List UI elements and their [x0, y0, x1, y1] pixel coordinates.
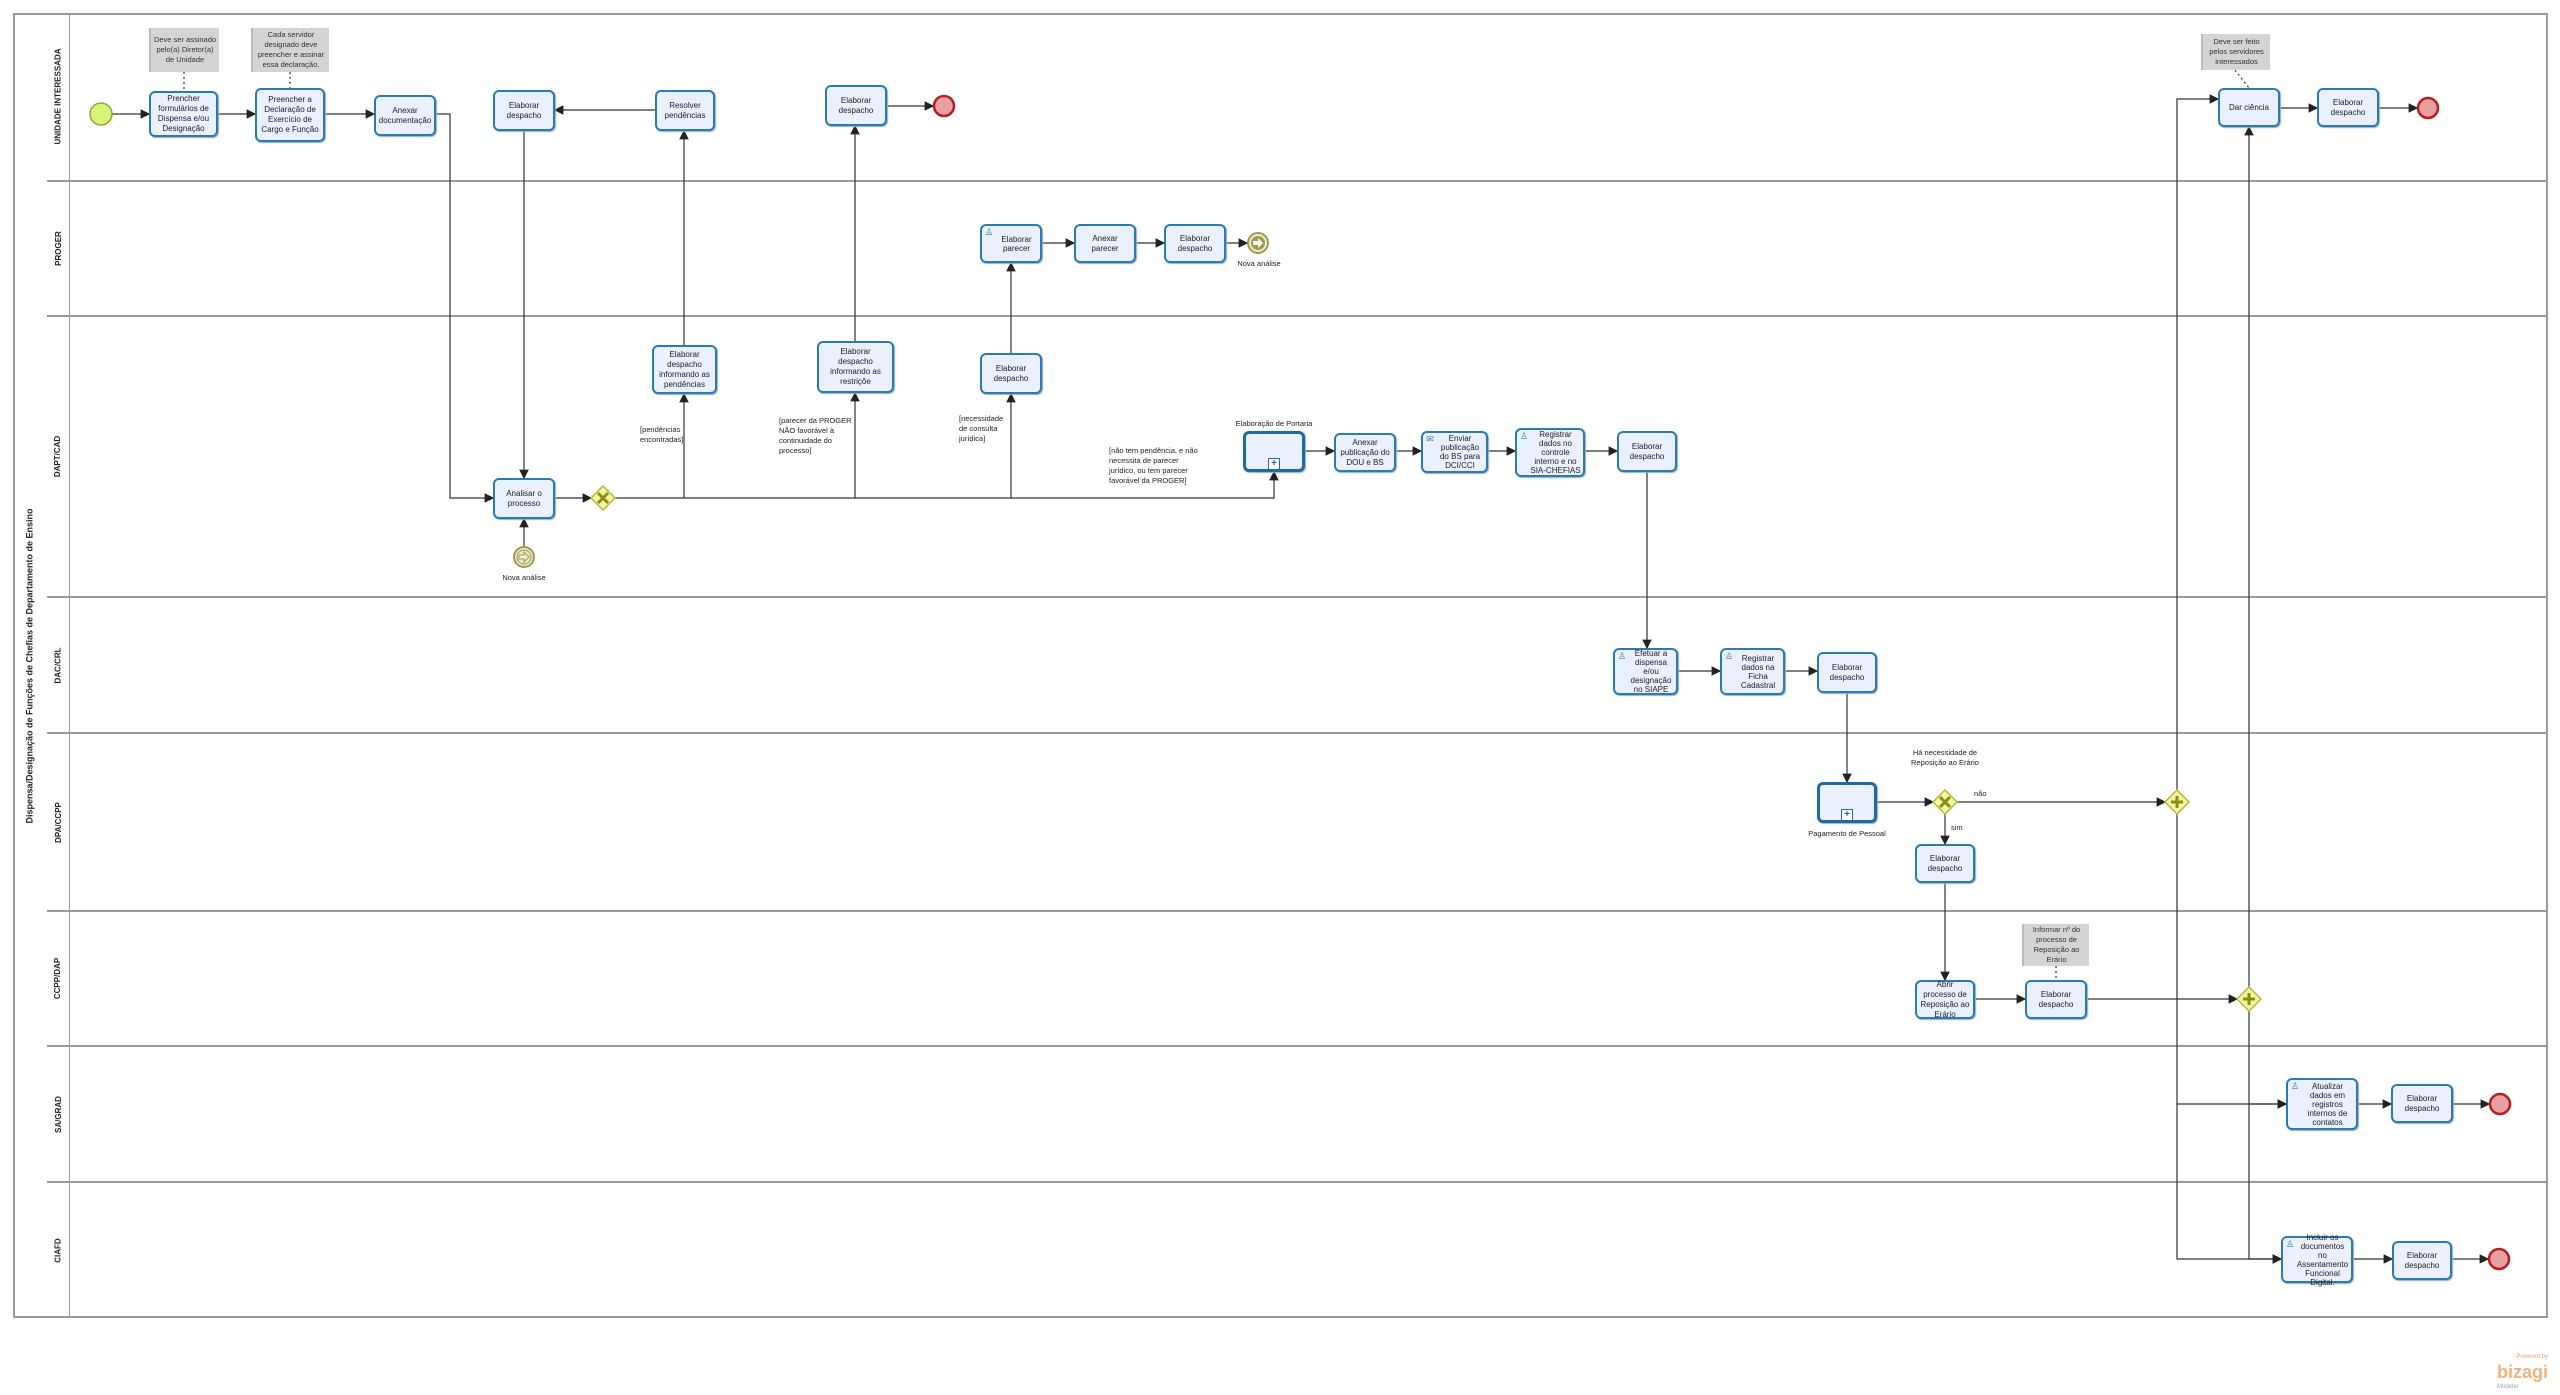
- end-event: [932, 94, 956, 118]
- condition-label: [necessidade de consulta jurídica]: [959, 414, 1004, 443]
- event-label: Nova análise: [502, 573, 546, 582]
- task-elaborar-despacho[interactable]: Elaborar despacho: [493, 90, 555, 131]
- lane-sa-grad: SA/GRAD: [47, 1045, 2548, 1181]
- task-resolver-pendencias[interactable]: Resolver pendências: [655, 90, 715, 131]
- lane-ccpp-dap: CCPP/DAP: [47, 910, 2548, 1045]
- pool: [13, 13, 2548, 1318]
- flow: [2176, 1104, 2283, 1264]
- user-icon: ♙: [2290, 1081, 2300, 1091]
- end-event: [2487, 1247, 2511, 1271]
- flow: [615, 470, 1279, 499]
- annotation: Cada servidor designado deve preencher e…: [251, 28, 329, 72]
- task-atualizar-contatos[interactable]: ♙Atualizar dados em registros internos d…: [2286, 1078, 2358, 1130]
- task-elaborar-despacho[interactable]: Elaborar despacho: [1164, 224, 1226, 263]
- expand-icon[interactable]: +: [1268, 458, 1280, 470]
- bizagi-logo: Powered by bizagi Modeler: [2496, 1354, 2548, 1390]
- lane-ciafd: CIAFD: [47, 1181, 2548, 1318]
- parallel-gateway-icon: [2163, 788, 2191, 816]
- task-elaborar-parecer[interactable]: ♙Elaborar parecer: [980, 224, 1042, 263]
- link-catch-event-icon: [513, 546, 535, 568]
- task-analisar-processo[interactable]: Analisar o processo: [493, 478, 555, 519]
- link-throw-event-icon: [1247, 232, 1269, 254]
- flow: [436, 113, 495, 503]
- lane-proger: PROGER: [47, 180, 2548, 315]
- task-elaborar-despacho[interactable]: Elaborar despacho: [825, 85, 887, 126]
- task-despacho-restricoes[interactable]: Elaborar despacho informando as restriçõ…: [817, 341, 894, 393]
- task-elaborar-despacho[interactable]: Elaborar despacho: [2025, 980, 2087, 1019]
- condition-label: não: [1974, 789, 1987, 798]
- lane-dapt-cad: DAPT/CAD: [47, 315, 2548, 596]
- end-event: [2488, 1092, 2512, 1116]
- task-elaborar-despacho[interactable]: Elaborar despacho: [2317, 88, 2379, 127]
- subprocess-pagamento-pessoal[interactable]: +: [1817, 782, 1877, 823]
- subprocess-label: Elaboração de Portaria: [1235, 419, 1313, 428]
- flow: [2176, 814, 2288, 1109]
- task-enviar-publicacao[interactable]: ✉Enviar publicação do BS para DCI/CCI: [1421, 431, 1488, 473]
- exclusive-gateway-icon: [589, 484, 617, 512]
- condition-label: [pendências encontradas]: [640, 425, 684, 444]
- task-elaborar-despacho[interactable]: Elaborar despacho: [1817, 652, 1877, 693]
- lane-dpa-ccpp: DPA/CCPP: [47, 732, 2548, 910]
- user-icon: ♙: [1724, 651, 1734, 661]
- task-despacho-pendencias[interactable]: Elaborar despacho informando as pendênci…: [652, 345, 717, 394]
- lane-dac-crl: DAC/CRL: [47, 596, 2548, 732]
- expand-icon[interactable]: +: [1841, 809, 1853, 821]
- envelope-icon: ✉: [1426, 434, 1434, 444]
- user-icon: ♙: [2285, 1239, 2295, 1249]
- lane-unidade-interessada: UNIDADE INTERESSADA: [47, 13, 2548, 180]
- annotation: Informar nº do processo de Reposição ao …: [2022, 924, 2089, 966]
- task-prencher-formularios[interactable]: Prencher formulários de Dispensa e/ou De…: [149, 91, 218, 137]
- association: [2234, 69, 2250, 89]
- exclusive-gateway-icon: [1931, 788, 1959, 816]
- subprocess-label: Pagamento de Pessoal: [1808, 829, 1886, 838]
- task-abrir-reposicao[interactable]: Abrir processo de Reposição ao Erário: [1915, 980, 1975, 1019]
- task-efetuar-siape[interactable]: ♙Efetuar a dispensa e/ou designação no S…: [1613, 648, 1678, 695]
- task-preencher-declaracao[interactable]: Preencher a Declaração de Exercício de C…: [255, 88, 325, 142]
- parallel-gateway-icon: [2235, 985, 2263, 1013]
- task-elaborar-despacho[interactable]: Elaborar despacho: [1915, 844, 1975, 883]
- task-elaborar-despacho[interactable]: Elaborar despacho: [2391, 1084, 2453, 1123]
- annotation: Deve ser assinado pelo(a) Diretor(a) de …: [149, 28, 219, 72]
- condition-label: sim: [1951, 823, 1963, 832]
- flow: [2248, 1104, 2283, 1264]
- end-event: [2416, 96, 2440, 120]
- event-label: Nova análise: [1237, 259, 1281, 268]
- flow: [2176, 94, 2220, 790]
- flow: [2248, 1011, 2288, 1109]
- task-incluir-documentos[interactable]: ♙Incluir os documentos no Assentamento F…: [2281, 1233, 2353, 1287]
- user-icon: ♙: [1617, 651, 1627, 661]
- subprocess-elaboracao-portaria[interactable]: +: [1243, 431, 1305, 472]
- user-icon: ♙: [984, 227, 994, 237]
- task-elaborar-despacho[interactable]: Elaborar despacho: [1617, 431, 1677, 472]
- task-anexar-documentacao[interactable]: Anexar documentação: [374, 95, 436, 136]
- user-icon: ♙: [1519, 431, 1529, 441]
- task-registrar-ficha[interactable]: ♙Registrar dados na Ficha Cadastral: [1720, 648, 1785, 695]
- task-anexar-parecer[interactable]: Anexar parecer: [1074, 224, 1136, 263]
- start-event: [89, 102, 113, 126]
- condition-label: [não tem pendência, e não necessita de p…: [1109, 446, 1198, 485]
- task-anexar-publicacao[interactable]: Anexar publicação do DOU e BS: [1334, 433, 1396, 472]
- task-elaborar-despacho[interactable]: Elaborar despacho: [980, 353, 1042, 394]
- task-registrar-controle[interactable]: ♙Registrar dados no controle interno e n…: [1515, 428, 1585, 477]
- annotation: Deve ser feito pelos servidores interess…: [2201, 34, 2270, 70]
- gateway-label: Há necessidade de Reposição ao Erário: [1911, 748, 1979, 767]
- task-elaborar-despacho[interactable]: Elaborar despacho: [2392, 1241, 2452, 1280]
- condition-label: [parecer da PROGER NÃO favorável à conti…: [779, 416, 852, 455]
- task-dar-ciencia[interactable]: Dar ciência: [2218, 88, 2280, 127]
